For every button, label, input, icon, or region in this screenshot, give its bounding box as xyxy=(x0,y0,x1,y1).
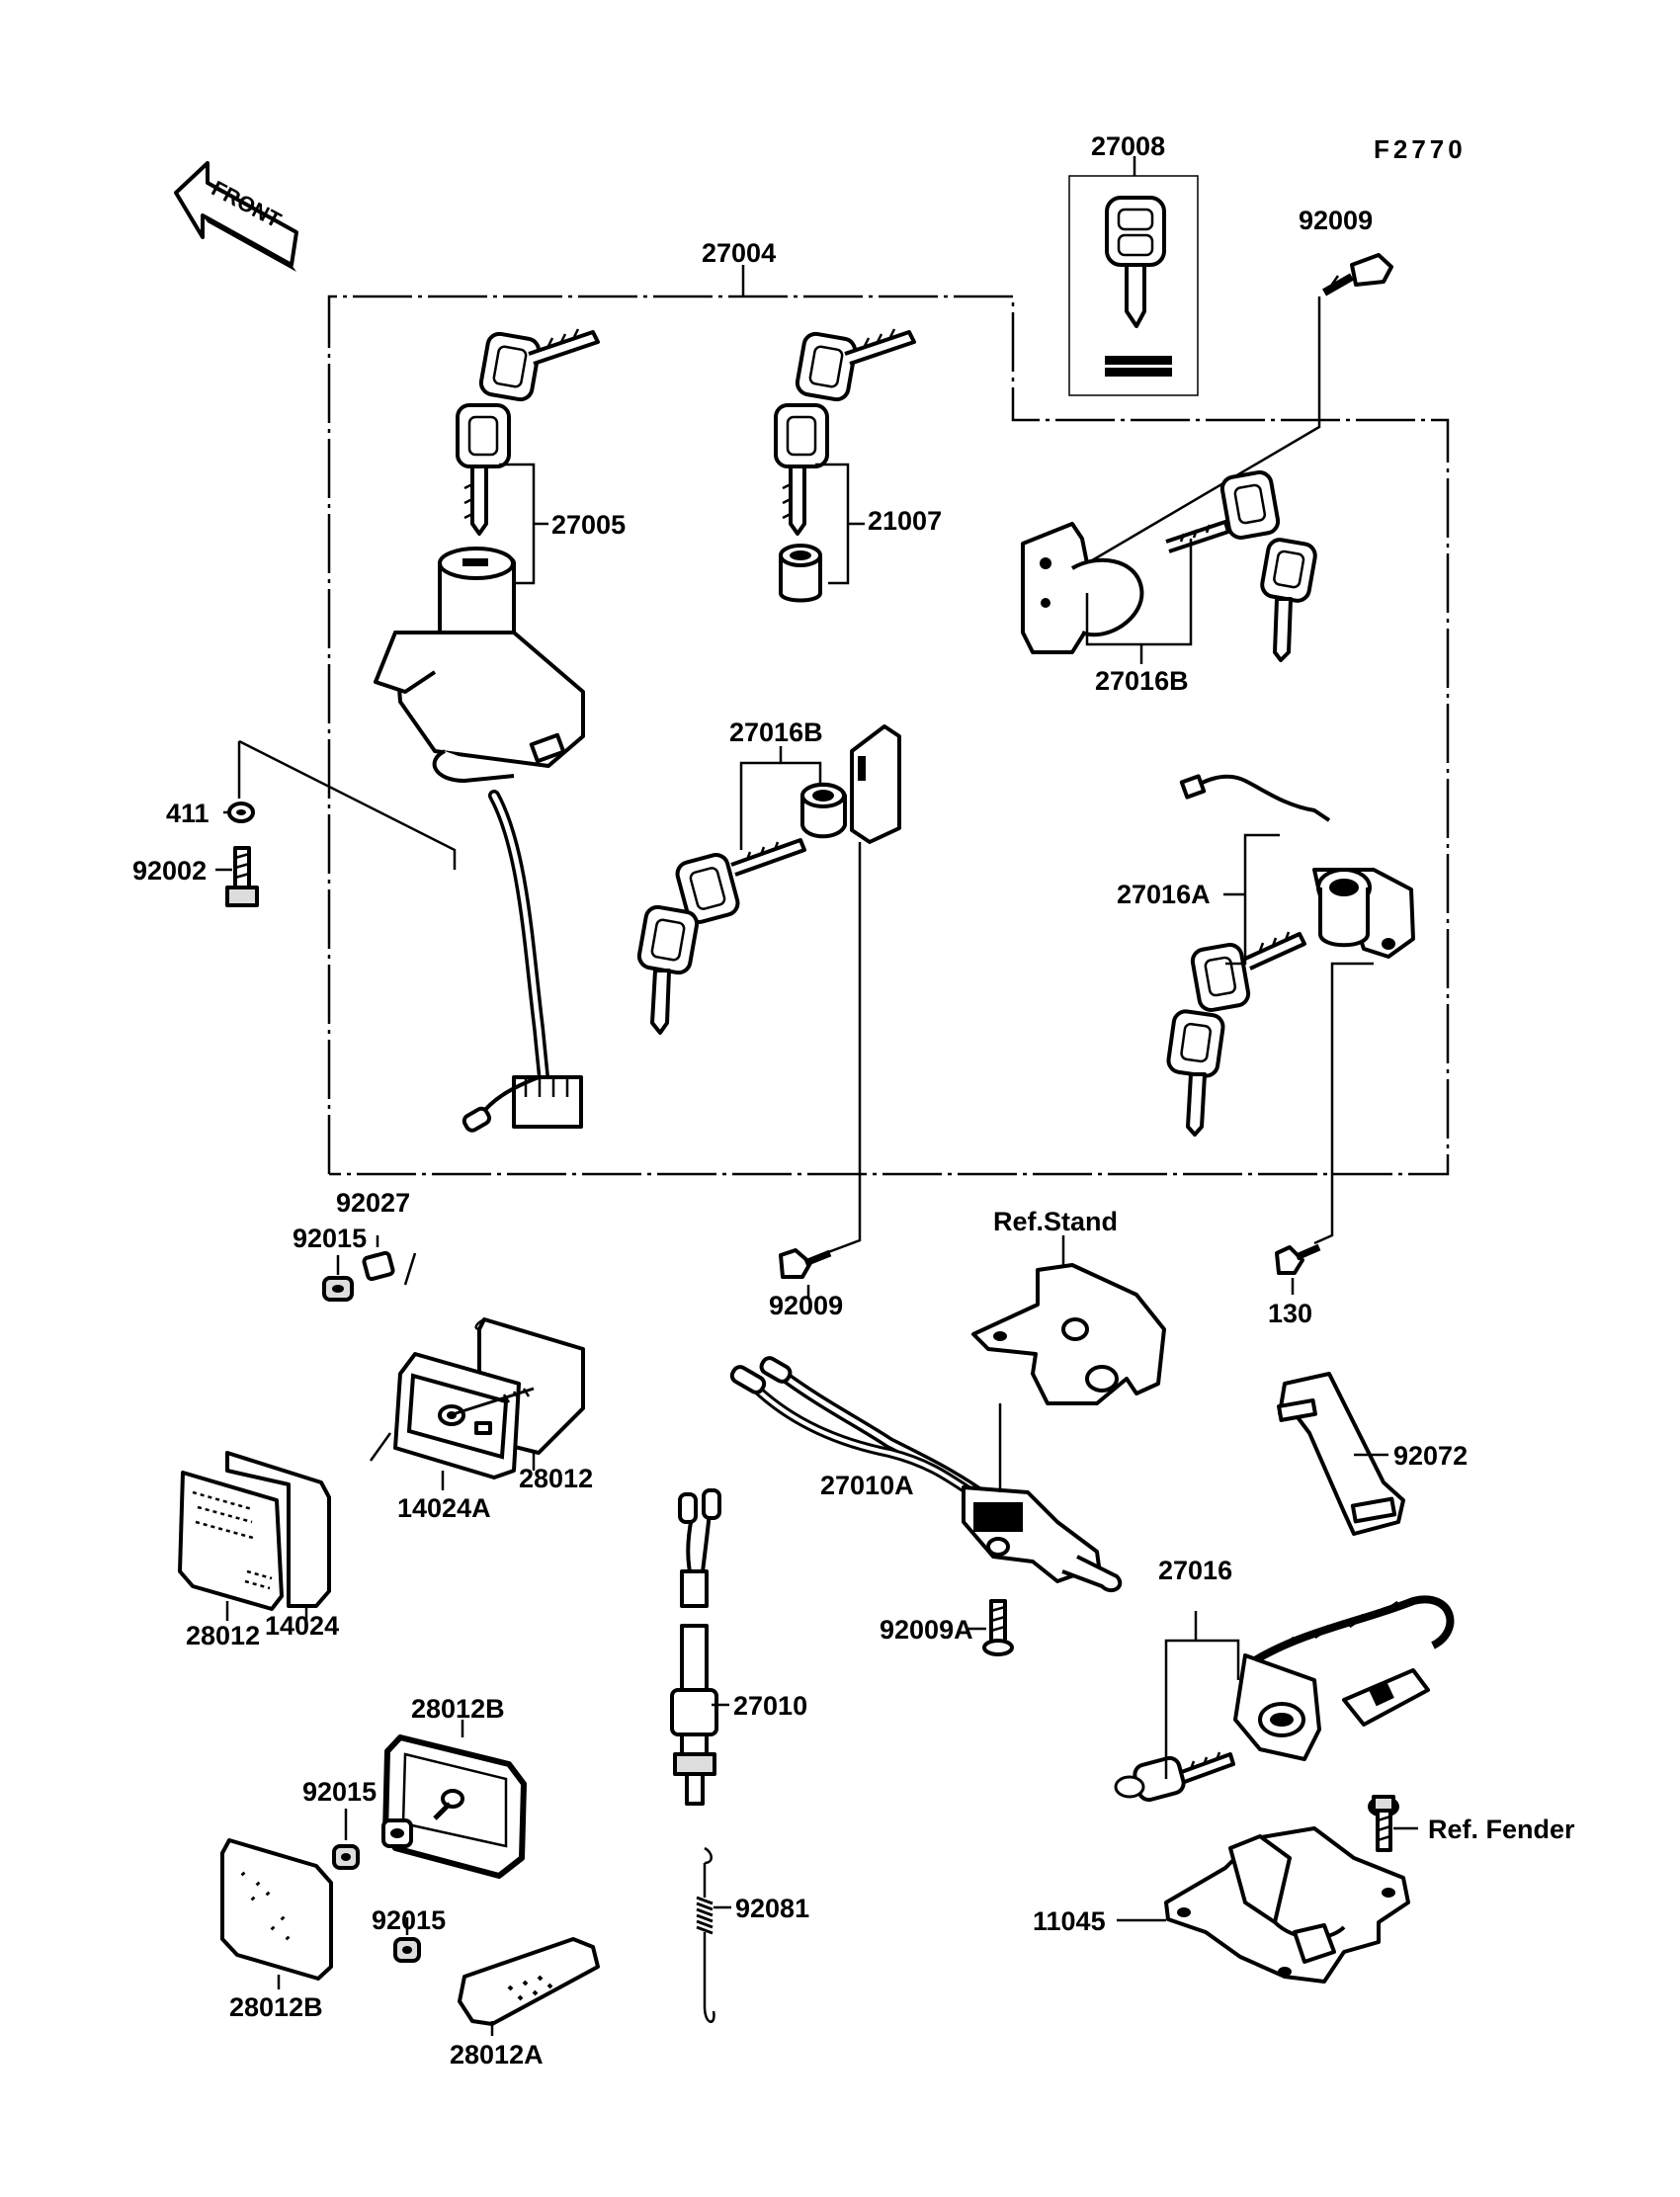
bolt-92002 xyxy=(225,846,259,907)
callout-27016: 27016 xyxy=(1158,1556,1232,1585)
callout-28012-upper: 28012 xyxy=(519,1464,593,1493)
callout-92015-c: 92015 xyxy=(372,1905,446,1935)
bracket-11045 xyxy=(1164,1826,1410,1984)
callout-27016B-right: 27016B xyxy=(1095,666,1189,696)
callout-27010A: 27010A xyxy=(820,1471,914,1500)
callout-92009-mid: 92009 xyxy=(769,1291,843,1320)
callout-92072: 92072 xyxy=(1393,1441,1468,1471)
front-direction-arrow: FRONT xyxy=(174,161,298,272)
callout-labels: 27008 92009 27004 27005 21007 27016B 270… xyxy=(132,131,1575,2070)
callout-27016B-center: 27016B xyxy=(729,718,823,747)
stand-switch-27010A xyxy=(729,1356,1123,1593)
lock-cylinder-21007 xyxy=(779,544,822,603)
callout-411: 411 xyxy=(166,799,210,828)
seat-lock-27016B-center xyxy=(636,724,901,1035)
nut-92015-c xyxy=(393,1937,421,1963)
callout-27010: 27010 xyxy=(733,1691,807,1721)
callout-92009-top: 92009 xyxy=(1299,206,1373,235)
seat-lock-27016B-right xyxy=(1021,470,1317,662)
callout-92002: 92002 xyxy=(132,856,207,886)
figure-code: F2770 xyxy=(1374,134,1467,164)
ignition-switch-wire xyxy=(462,790,583,1133)
callout-ref-stand: Ref.Stand xyxy=(993,1207,1118,1236)
callout-27008: 27008 xyxy=(1091,131,1165,161)
assembly-27004-outline xyxy=(327,295,1450,1176)
reflector-pad-14024 xyxy=(225,1451,331,1608)
lock-keys-21007 xyxy=(774,328,916,536)
callout-92027: 92027 xyxy=(336,1188,410,1218)
fender-bolt-ref xyxy=(1368,1795,1399,1852)
callout-28012B-bottom: 28012B xyxy=(229,1992,323,2022)
ignition-keys-27005 xyxy=(456,328,600,536)
reflector-lens-28012 xyxy=(178,1471,284,1611)
screw-130 xyxy=(1275,1243,1321,1275)
callout-92081: 92081 xyxy=(735,1894,809,1923)
reflector-28012B-upper xyxy=(382,1734,527,1879)
callout-27016A: 27016A xyxy=(1117,880,1211,909)
strap-92072 xyxy=(1277,1372,1405,1536)
callout-28012-left: 28012 xyxy=(186,1621,260,1650)
ignition-switch-body xyxy=(374,547,585,783)
nut-92015-a xyxy=(322,1276,354,1302)
nut-92015-b xyxy=(332,1818,413,1870)
callout-21007: 21007 xyxy=(868,506,942,536)
callout-92015-b: 92015 xyxy=(302,1777,377,1807)
key-card-27008 xyxy=(1068,175,1199,396)
callout-92015-a: 92015 xyxy=(293,1224,367,1253)
callout-11045: 11045 xyxy=(1033,1906,1106,1936)
seat-lock-27016A xyxy=(1166,774,1415,1137)
screw-92009A xyxy=(982,1599,1014,1656)
callout-27004: 27004 xyxy=(702,238,776,268)
spring-92081 xyxy=(696,1846,715,2023)
screw-92009-top xyxy=(1322,253,1393,296)
callout-14024A: 14024A xyxy=(397,1493,491,1523)
callout-130: 130 xyxy=(1268,1299,1312,1328)
callout-92009A: 92009A xyxy=(880,1615,973,1645)
collar-92027 xyxy=(362,1250,395,1282)
reflector-28012B-lower xyxy=(220,1838,333,1981)
brake-switch-27010 xyxy=(670,1488,721,1806)
helmet-lock-27016 xyxy=(1114,1595,1455,1803)
reflector-base-14024A xyxy=(393,1352,535,1479)
callout-28012A: 28012A xyxy=(450,2040,544,2070)
stand-bracket-ref xyxy=(971,1263,1166,1405)
screw-92009-mid xyxy=(779,1248,832,1279)
washer-411 xyxy=(227,802,255,823)
callout-28012B-top: 28012B xyxy=(411,1694,505,1724)
callout-14024: 14024 xyxy=(265,1611,339,1641)
callout-ref-fender: Ref. Fender xyxy=(1428,1815,1575,1844)
callout-27005: 27005 xyxy=(551,510,626,540)
reflector-28012A xyxy=(458,1937,600,2026)
